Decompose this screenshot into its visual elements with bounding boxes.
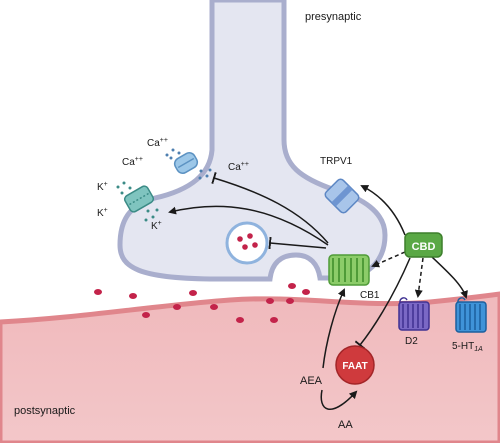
- k-sup-1: +: [104, 181, 108, 188]
- trpv1-channel-icon: [324, 178, 360, 214]
- d2-label: D2: [405, 336, 418, 347]
- k-label-3: K: [151, 221, 158, 232]
- k-sup-2: +: [104, 207, 108, 214]
- cb1-receptor-icon: [328, 254, 370, 286]
- postsynaptic-membrane: [0, 291, 500, 443]
- ht1a-label: 5-HT: [452, 341, 474, 352]
- ca-label-3: Ca: [228, 162, 241, 173]
- ca-sup-2: ++: [135, 156, 143, 163]
- svg-text:Ca++: Ca++: [122, 156, 143, 168]
- potassium-ion-dots: [116, 181, 159, 222]
- k-label-1: K: [97, 182, 104, 193]
- postsynaptic-label: postsynaptic: [14, 405, 76, 417]
- faat-label: FAAT: [342, 361, 367, 372]
- cb1-inhibits-ca-channel: [211, 171, 329, 244]
- ca-label-1: Ca: [147, 138, 160, 149]
- neurotransmitter-dots: [94, 283, 310, 323]
- cb1-inhibits-vesicle: [268, 236, 327, 250]
- synaptic-vesicle-icon: [225, 221, 269, 265]
- cbd-to-5ht1a-arrow: [431, 256, 468, 299]
- cbd-node: CBD: [404, 232, 443, 258]
- aea-to-aa-arrow: [320, 389, 358, 411]
- ca-sup-1: ++: [160, 137, 168, 144]
- cbd-inhibits-faat: [354, 257, 411, 350]
- svg-text:K+: K+: [151, 220, 162, 232]
- svg-text:5-HT1A: 5-HT1A: [452, 341, 483, 353]
- faat-node: FAAT: [335, 345, 375, 385]
- presynaptic-label: presynaptic: [305, 11, 362, 23]
- d2-receptor-icon: [398, 297, 430, 331]
- aea-to-cb1-arrow: [322, 288, 346, 369]
- ht1a-sub-label: 1A: [474, 346, 483, 353]
- 5ht1a-receptor-icon: [455, 297, 487, 333]
- svg-text:K+: K+: [97, 181, 108, 193]
- calcium-channel-icon: [173, 152, 199, 174]
- cbd-to-cb1-dashed-arrow: [371, 251, 406, 268]
- svg-text:Ca++: Ca++: [147, 137, 168, 149]
- svg-text:Ca++: Ca++: [228, 161, 249, 173]
- ca-label-2: Ca: [122, 157, 135, 168]
- cbd-to-trpv1-arrow: [360, 185, 406, 236]
- potassium-channel-icon: [123, 185, 155, 213]
- cb1-label: CB1: [360, 290, 380, 301]
- cb1-to-k-channel-arrow: [168, 205, 329, 246]
- cbd-to-d2-dashed-arrow: [414, 257, 424, 298]
- trpv1-label: TRPV1: [320, 156, 353, 167]
- aea-label: AEA: [300, 375, 323, 387]
- svg-text:K+: K+: [97, 207, 108, 219]
- ca-sup-3: ++: [241, 161, 249, 168]
- k-sup-3: +: [158, 220, 162, 227]
- calcium-ion-dots: [165, 148, 212, 180]
- cbd-label: CBD: [412, 241, 436, 253]
- aa-label: AA: [338, 419, 353, 431]
- k-label-2: K: [97, 208, 104, 219]
